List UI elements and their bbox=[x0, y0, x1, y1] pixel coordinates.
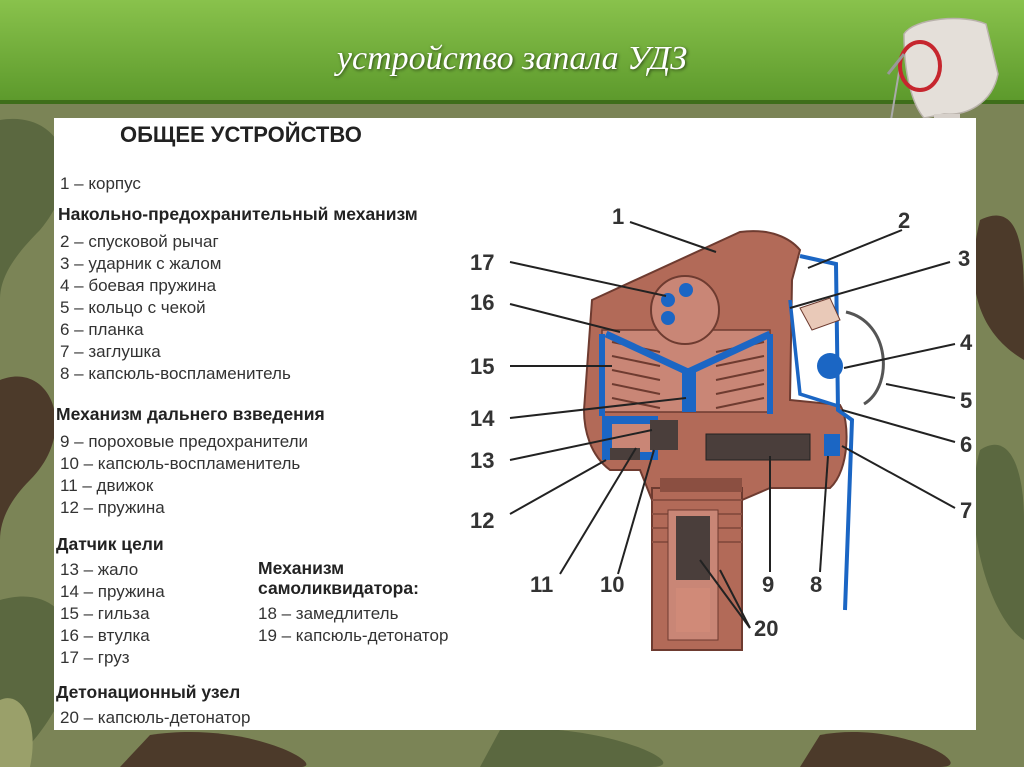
legend-item: 18 – замедлитель bbox=[258, 604, 399, 623]
mainspring bbox=[817, 353, 843, 379]
legend-item: 9 – пороховые предохранители bbox=[60, 432, 309, 451]
legend-section-title: Датчик цели bbox=[56, 534, 164, 554]
legend-item: 10 – капсюль-воспламенитель bbox=[60, 454, 301, 473]
weight-ball bbox=[661, 311, 675, 325]
callout-label: 16 bbox=[470, 290, 495, 315]
striker bbox=[788, 299, 839, 408]
callout-label: 8 bbox=[810, 572, 823, 597]
callout-label: 5 bbox=[960, 388, 973, 413]
callout-label: 13 bbox=[470, 448, 495, 473]
safety-pin bbox=[799, 297, 841, 331]
callout-label: 14 bbox=[470, 406, 495, 431]
detonator-charge bbox=[676, 588, 710, 632]
legend-item: 19 – капсюль-детонатор bbox=[258, 626, 449, 645]
fuze-top bbox=[660, 478, 742, 492]
legend-item: 5 – кольцо с чекой bbox=[60, 298, 206, 317]
page-title: устройство запала УДЗ bbox=[336, 40, 688, 77]
legend-item: 6 – планка bbox=[60, 320, 144, 339]
callout-label: 11 bbox=[530, 572, 554, 597]
weight-ball bbox=[679, 283, 693, 297]
legend-section-title: Детонационный узел bbox=[56, 682, 241, 702]
legend-item: 11 – движок bbox=[60, 476, 154, 495]
callout-label: 20 bbox=[754, 616, 779, 641]
sensor-sting bbox=[682, 368, 696, 412]
callout-label: 4 bbox=[960, 330, 973, 355]
ring-with-pin bbox=[845, 310, 885, 406]
legend-item: 12 – пружина bbox=[60, 498, 165, 517]
legend-item: 3 – ударник с жалом bbox=[60, 254, 222, 273]
callout-label: 9 bbox=[762, 572, 775, 597]
legend-item: 4 – боевая пружина bbox=[60, 276, 217, 295]
slider bbox=[650, 420, 678, 450]
legend-section-title: Механизм дальнего взведения bbox=[56, 404, 325, 424]
legend-item: 16 – втулка bbox=[60, 626, 150, 645]
legend-item: 7 – заглушка bbox=[60, 342, 161, 361]
legend-item: 15 – гильза bbox=[60, 604, 150, 623]
legend-item: 13 – жало bbox=[60, 560, 139, 579]
callout-label: 15 bbox=[470, 354, 495, 379]
legend-item: 2 – спусковой рычаг bbox=[60, 232, 219, 251]
callout-label: 3 bbox=[958, 246, 971, 271]
callout-label: 12 bbox=[470, 508, 495, 533]
callout-label: 2 bbox=[898, 208, 911, 233]
legend-item: 14 – пружина bbox=[60, 582, 165, 601]
callout-label: 10 bbox=[600, 572, 625, 597]
callout-leaders bbox=[509, 221, 956, 629]
legend-item: 17 – груз bbox=[60, 648, 130, 667]
callout-label: 6 bbox=[960, 432, 973, 457]
slider-spring bbox=[610, 448, 640, 460]
title-bar bbox=[0, 0, 1024, 104]
panel-heading: ОБЩЕЕ УСТРОЙСТВО bbox=[120, 122, 362, 147]
legend-item: 1 – корпус bbox=[60, 174, 141, 193]
sleeve-wall bbox=[599, 334, 773, 416]
powder-fuse bbox=[705, 433, 811, 461]
callout-label: 7 bbox=[960, 498, 973, 523]
legend-section-title: Накольно-предохранительный механизм bbox=[58, 204, 418, 224]
legend-section-title: самоликвидатора: bbox=[258, 578, 419, 598]
callout-label: 17 bbox=[470, 250, 495, 275]
igniter-cap bbox=[824, 434, 840, 456]
detonator-cap bbox=[676, 516, 710, 580]
legend-item: 20 – капсюль-детонатор bbox=[60, 708, 251, 727]
legend-item: 8 – капсюль-воспламенитель bbox=[60, 364, 291, 383]
legend-section-title: Механизм bbox=[258, 558, 345, 578]
callout-label: 1 bbox=[612, 204, 625, 229]
